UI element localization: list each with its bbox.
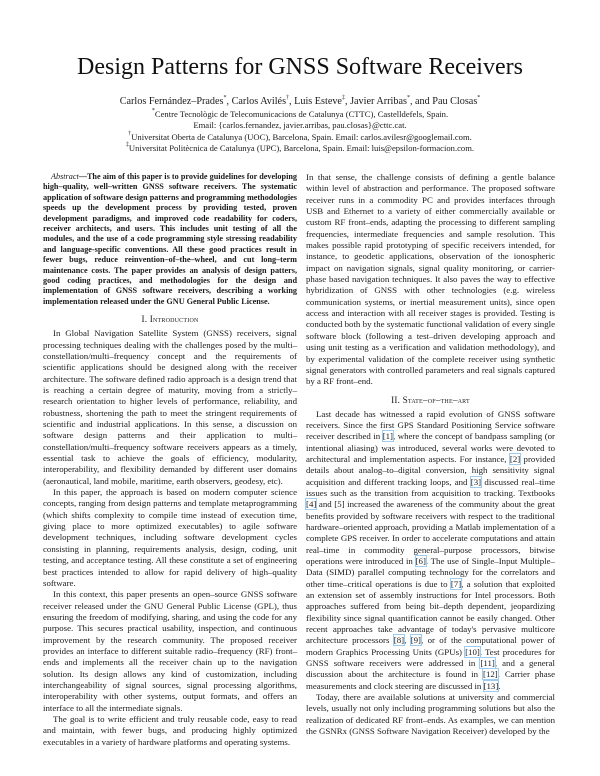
affiliation-line: †Universitat Oberta de Catalunya (UOC), … <box>0 130 600 143</box>
text-run: Last decade has witnessed a rapid evolut… <box>306 408 555 442</box>
separator: , and <box>409 96 433 107</box>
affiliation-line: *Centre Tecnològic de Telecomunicacions … <box>0 108 600 120</box>
author-list: Carlos Fernández–Prades*, Carlos Avilés†… <box>0 95 600 108</box>
body-paragraph: In Global Navigation Satellite System (G… <box>43 328 297 486</box>
text-run: discussed real–time issues such as the t… <box>306 476 556 498</box>
text-run: , and a general discussion about the arc… <box>306 658 555 680</box>
citation-link[interactable]: [10] <box>464 645 481 658</box>
text-run: , a solution that exploited an extension… <box>306 578 555 646</box>
separator: , <box>289 96 295 107</box>
affiliation-mark: * <box>406 94 410 101</box>
text-run: , where the concept of bandpass sampling… <box>306 431 556 464</box>
affiliation-text: Universitat Politècnica de Catalunya (UP… <box>128 143 475 154</box>
text-run: . <box>498 680 501 691</box>
text-run: provided details about analog–to–digital… <box>306 453 555 487</box>
text-run: , <box>404 635 411 646</box>
affiliation-line: ‡Universitat Politècnica de Catalunya (U… <box>0 142 600 154</box>
affiliation-text: Centre Tecnològic de Telecomunicacions d… <box>154 109 449 119</box>
citation-link[interactable]: [1] <box>381 430 395 443</box>
separator: , <box>344 96 351 107</box>
text-run: . Carrier phase measurements and clock s… <box>306 669 555 691</box>
body-paragraph: Today, there are available solutions at … <box>306 692 555 737</box>
citation-link[interactable]: [11] <box>479 657 496 670</box>
affiliation-text: Universitat Oberta de Catalunya (UOC), B… <box>131 131 472 142</box>
affiliations: *Centre Tecnològic de Telecomunicacions … <box>0 108 600 155</box>
author-name: Pau Closas <box>432 96 478 107</box>
author-name: Carlos Avilés <box>231 96 287 107</box>
left-column: Abstract—The aim of this paper is to pro… <box>43 172 297 748</box>
text-run: , or of the computational power of moder… <box>306 635 555 657</box>
section-heading-introduction: I. Introduction <box>141 314 199 325</box>
author-name: Luis Esteve <box>294 96 342 107</box>
affiliation-mark: ‡ <box>341 94 345 101</box>
body-paragraph: In this paper, the approach is based on … <box>43 487 297 588</box>
right-column: In that sense, the challenge consists of… <box>304 172 556 738</box>
citation-link[interactable]: [9] <box>409 634 423 647</box>
text-run: . The use of Single–Input Multiple–Data … <box>306 556 555 589</box>
body-paragraph: Last decade has witnessed a rapid evolut… <box>304 408 556 693</box>
abstract-label: Abstract <box>51 172 79 181</box>
citation-link[interactable]: [4] <box>304 498 318 511</box>
body-paragraph: In that sense, the challenge consists of… <box>306 172 555 387</box>
author-name: Javier Arribas <box>350 96 407 107</box>
citation-link[interactable]: [12] <box>482 668 499 681</box>
abstract-text: —The aim of this paper is to provide gui… <box>43 172 297 306</box>
section-heading-state-of-the-art: II. State–of–the–art <box>391 394 470 405</box>
affiliation-mark: * <box>151 108 155 115</box>
affiliation-mark: * <box>477 94 481 101</box>
citation-link[interactable]: [13] <box>482 679 500 692</box>
body-paragraph: The goal is to write efficient and truly… <box>43 713 297 747</box>
citation-link[interactable]: [3] <box>469 475 483 488</box>
affiliation-mark: * <box>223 94 227 101</box>
body-paragraph: In this context, this paper presents an … <box>43 589 297 713</box>
separator: , <box>226 96 232 107</box>
abstract: Abstract—The aim of this paper is to pro… <box>43 172 297 307</box>
affiliation-mark: ‡ <box>125 142 129 149</box>
text-run: and [5] increased the awareness of the c… <box>306 499 555 566</box>
affiliation-line: Email: {carlos.fernandez, javier.arribas… <box>0 120 600 131</box>
paper-title: Design Patterns for GNSS Software Receiv… <box>77 54 523 80</box>
citation-link[interactable]: [7] <box>449 577 463 590</box>
citation-link[interactable]: [2] <box>508 452 522 465</box>
text-run: . Test procedures for GNSS software rece… <box>306 646 555 669</box>
author-name: Carlos Fernández–Prades <box>119 96 224 107</box>
affiliation-mark: † <box>128 130 132 137</box>
affiliation-mark: † <box>286 94 290 101</box>
affiliation-email: Email: {carlos.fernandez, javier.arribas… <box>193 120 407 131</box>
citation-link[interactable]: [8] <box>392 634 406 647</box>
citation-link[interactable]: [6] <box>414 555 427 567</box>
